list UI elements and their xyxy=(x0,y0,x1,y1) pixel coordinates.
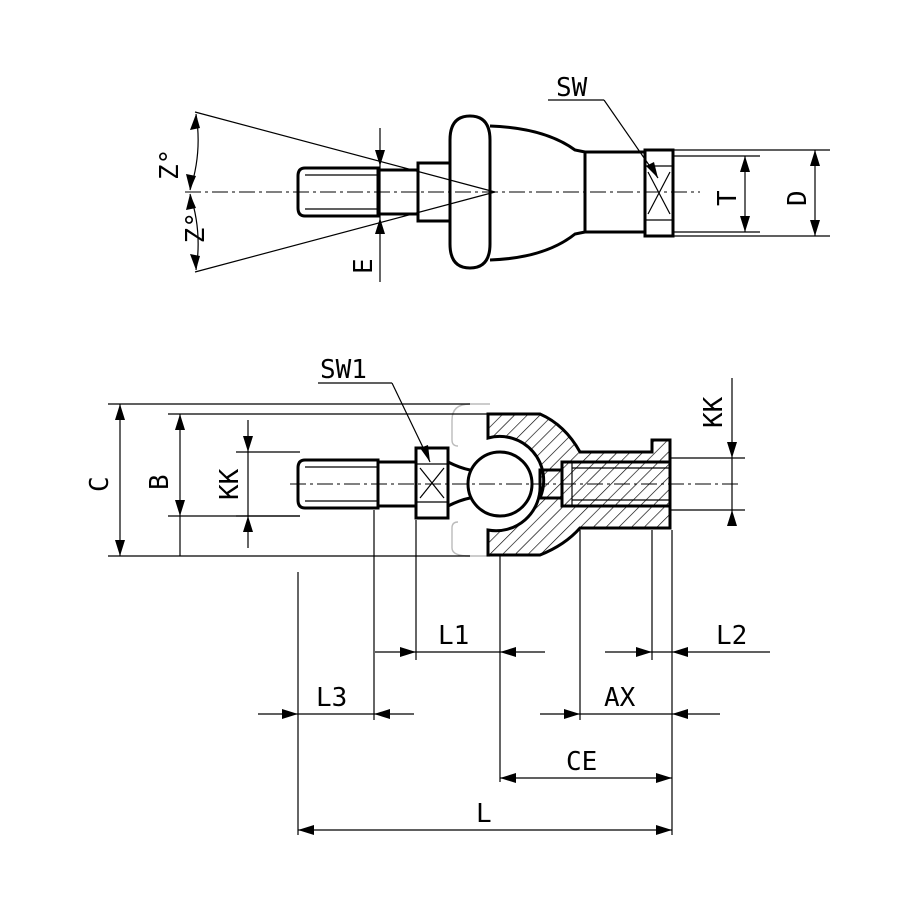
label-kk-right: KK xyxy=(699,396,729,428)
section-view: SW1 C B KK KK L1 L2 L3 AX CE L xyxy=(85,355,770,835)
angle-rays xyxy=(186,111,496,273)
label-l2: L2 xyxy=(716,621,747,651)
label-l: L xyxy=(476,799,492,829)
label-l3: L3 xyxy=(316,683,347,713)
dimension-e xyxy=(375,128,385,282)
label-z-lower: Z° xyxy=(181,212,211,243)
label-c: C xyxy=(85,476,115,492)
dimension-d xyxy=(673,149,830,237)
top-view: SW Z° Z° E T D xyxy=(155,73,830,282)
dimension-l1 xyxy=(375,647,545,657)
bottom-extension-lines xyxy=(297,510,673,835)
ball xyxy=(466,450,534,518)
dimension-ax xyxy=(540,709,720,719)
dimension-ce xyxy=(500,773,672,783)
sw-leader xyxy=(548,99,659,179)
dimension-kk-right xyxy=(670,378,745,526)
label-kk-left: KK xyxy=(215,468,245,500)
label-sw1: SW1 xyxy=(320,355,367,385)
label-d: D xyxy=(783,190,813,206)
top-hex-nut xyxy=(643,148,675,238)
hatched-housing xyxy=(486,412,672,557)
label-e: E xyxy=(349,258,379,274)
section-stud xyxy=(296,446,471,520)
dimension-l3 xyxy=(258,709,414,719)
label-l1: L1 xyxy=(438,621,469,651)
sw1-leader xyxy=(318,382,431,463)
label-b: B xyxy=(145,474,175,490)
dimension-l2 xyxy=(605,647,770,657)
dimension-t xyxy=(673,155,760,233)
dimension-c xyxy=(115,404,125,556)
label-sw: SW xyxy=(556,73,588,103)
dimension-b xyxy=(175,414,185,556)
label-t: T xyxy=(713,190,743,206)
section-hex-sw1 xyxy=(416,463,448,503)
label-ce: CE xyxy=(566,747,597,777)
ghost-flange xyxy=(451,403,490,557)
threaded-bore xyxy=(560,460,672,508)
dimension-l xyxy=(298,825,672,835)
label-z-upper: Z° xyxy=(155,149,185,180)
left-extension-lines xyxy=(108,403,490,557)
dimension-kk-left xyxy=(243,420,253,548)
label-ax: AX xyxy=(604,683,636,713)
